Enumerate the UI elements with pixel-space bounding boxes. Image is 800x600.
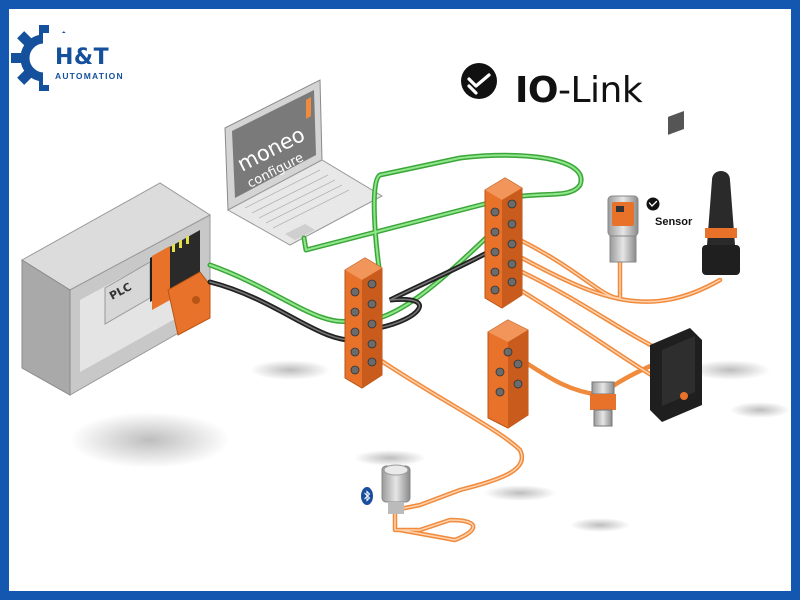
plc-module-stripes <box>172 236 189 252</box>
io-link-master-2 <box>484 177 523 309</box>
sensor-tag: Sensor <box>655 216 692 228</box>
display-unit <box>650 111 702 422</box>
brand-link: -Link <box>558 69 643 111</box>
bluetooth-icon <box>361 487 373 505</box>
inductive-sensor <box>590 381 616 427</box>
io-link-brand: IO-Link <box>463 65 643 115</box>
io-link-network-diagram: moneo configure PLC <box>11 25 790 543</box>
pressure-sensor <box>607 195 639 263</box>
signal-tower <box>702 171 740 275</box>
sensor-io-link-icon <box>646 197 660 211</box>
sensor-tag-label: Sensor <box>655 216 693 228</box>
laptop <box>224 79 384 246</box>
wireless-sensor <box>381 464 411 514</box>
laptop-keyboard <box>244 169 350 229</box>
brand-io: IO <box>515 69 559 111</box>
company-gear-icon <box>11 25 83 91</box>
io-link-hub <box>487 319 529 429</box>
company-logo: H&T AUTOMATION <box>55 47 124 81</box>
company-name: H&T <box>55 45 110 70</box>
io-link-logo-icon <box>461 63 497 99</box>
company-tagline: AUTOMATION <box>55 71 124 81</box>
floor-shadows <box>70 360 790 532</box>
plc-cabinet <box>21 182 211 396</box>
io-link-master-1 <box>344 257 383 389</box>
